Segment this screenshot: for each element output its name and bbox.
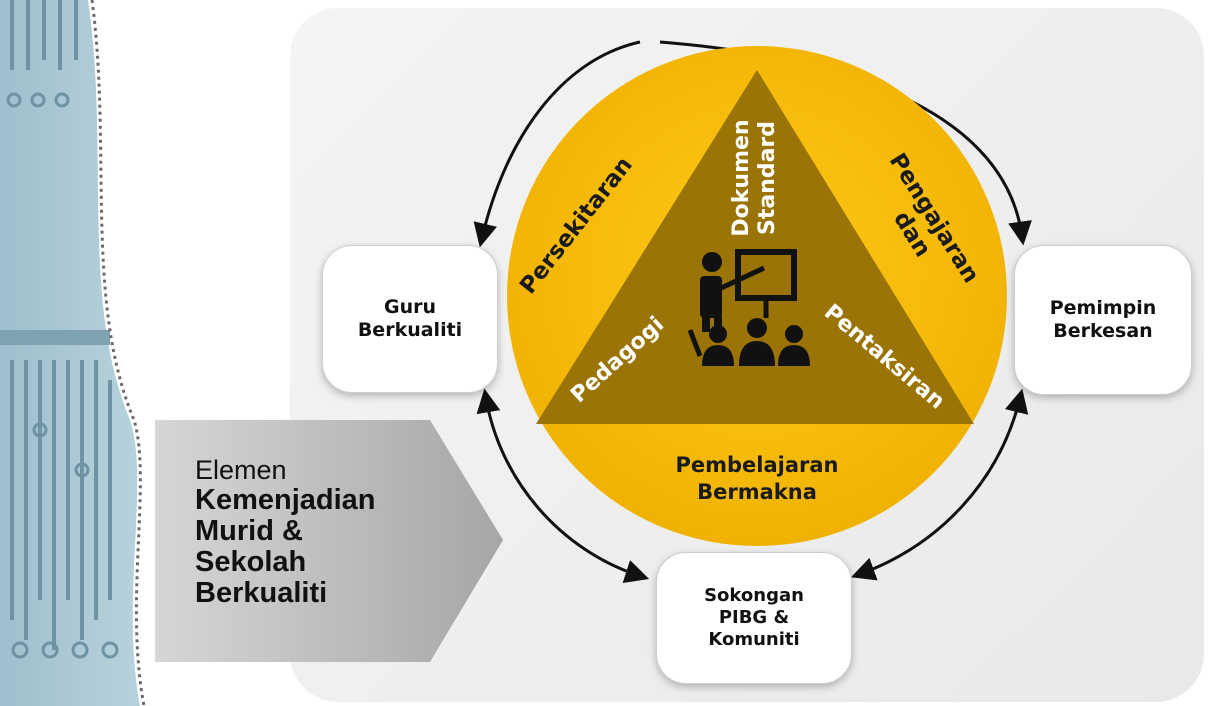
teacher-presentation-icon [687, 249, 810, 366]
banner-line2: Murid & [195, 515, 303, 547]
arrow-bottom-left [476, 388, 650, 583]
banner-prefix: Elemen [195, 455, 287, 485]
arrow-top-left [473, 40, 641, 248]
node-pemimpin-berkesan: Pemimpin Berkesan [1014, 245, 1192, 395]
node-sokongan-line3: Komuniti [708, 629, 800, 650]
node-guru-line1: Guru [383, 296, 437, 318]
label-dokumen: Dokumen [729, 119, 754, 236]
node-sokongan-pibg: Sokongan PIBG & Komuniti [656, 552, 852, 684]
inner-triangle [536, 70, 974, 424]
banner-line1: Kemenjadian [195, 484, 376, 516]
circuit-board-pattern [0, 0, 146, 706]
banner-arrow [155, 420, 503, 662]
banner-line4: Berkualiti [195, 577, 328, 609]
node-pemimpin-line2: Berkesan [1053, 320, 1153, 342]
label-pembelajaran: Pembelajaran [675, 453, 838, 477]
element-banner: Elemen Kemenjadian Murid & Sekolah Berku… [195, 455, 376, 609]
label-bermakna: Bermakna [697, 480, 817, 504]
node-pemimpin-line1: Pemimpin [1049, 297, 1157, 319]
arrow-bottom-right [850, 388, 1029, 581]
node-guru-line2: Berkualiti [357, 319, 463, 341]
node-sokongan-line2: PIBG & [718, 607, 790, 628]
banner-line3: Sekolah [195, 546, 307, 578]
label-standard: Standard [755, 121, 780, 235]
node-guru-berkualiti: Guru Berkualiti [322, 245, 498, 393]
node-sokongan-line1: Sokongan [704, 585, 804, 606]
